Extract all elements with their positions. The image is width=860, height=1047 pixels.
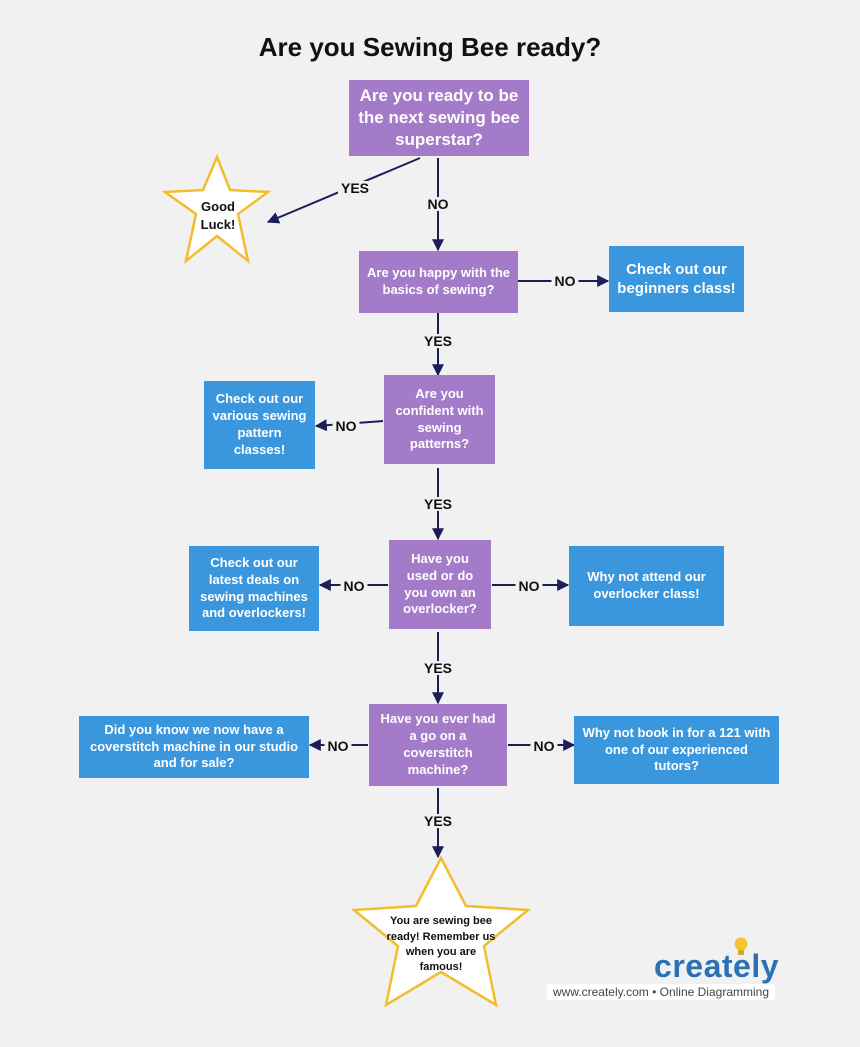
label-no-coverstitch: NO bbox=[324, 739, 352, 753]
star-ready bbox=[350, 855, 532, 1008]
label-no-overlocker: NO bbox=[515, 579, 543, 593]
creately-tagline: www.creately.com • Online Diagramming bbox=[546, 984, 775, 1000]
good-luck-text: Good Luck! bbox=[200, 198, 236, 232]
action-machine-deals: Check out our latest deals on sewing mac… bbox=[189, 546, 319, 631]
label-yes-q3: YES bbox=[420, 497, 456, 511]
action-pattern-classes: Check out our various sewing pattern cla… bbox=[204, 381, 315, 469]
label-yes-q5: YES bbox=[420, 814, 456, 828]
action-book-tutor: Why not book in for a 121 with one of ou… bbox=[574, 716, 779, 784]
action-beginners-class: Check out our beginners class! bbox=[609, 246, 744, 312]
action-coverstitch-studio: Did you know we now have a coverstitch m… bbox=[79, 716, 309, 778]
label-no-q1: NO bbox=[424, 197, 452, 211]
label-yes-good-luck: YES bbox=[337, 181, 373, 195]
question-sewing-patterns: Are you confident with sewing patterns? bbox=[384, 375, 495, 464]
star-good-luck bbox=[161, 153, 272, 265]
question-coverstitch: Have you ever had a go on a coverstitch … bbox=[369, 704, 507, 786]
question-ready-superstar: Are you ready to be the next sewing bee … bbox=[349, 80, 529, 156]
label-no-beginners: NO bbox=[551, 274, 579, 288]
question-overlocker: Have you used or do you own an overlocke… bbox=[389, 540, 491, 629]
label-no-tutors: NO bbox=[530, 739, 558, 753]
ready-star-text: You are sewing bee ready! Remember us wh… bbox=[386, 915, 496, 974]
lightbulb-icon bbox=[734, 937, 748, 955]
label-yes-q4: YES bbox=[420, 661, 456, 675]
creately-logo-text: creately bbox=[654, 948, 779, 984]
label-yes-q2: YES bbox=[420, 334, 456, 348]
question-basics-of-sewing: Are you happy with the basics of sewing? bbox=[359, 251, 518, 313]
action-overlocker-class: Why not attend our overlocker class! bbox=[569, 546, 724, 626]
creately-watermark: creately www.creately.com • Online Diagr… bbox=[546, 937, 779, 1004]
label-no-deals: NO bbox=[340, 579, 368, 593]
label-no-patterns: NO bbox=[332, 419, 360, 433]
diagram-title: Are you Sewing Bee ready? bbox=[258, 32, 602, 62]
